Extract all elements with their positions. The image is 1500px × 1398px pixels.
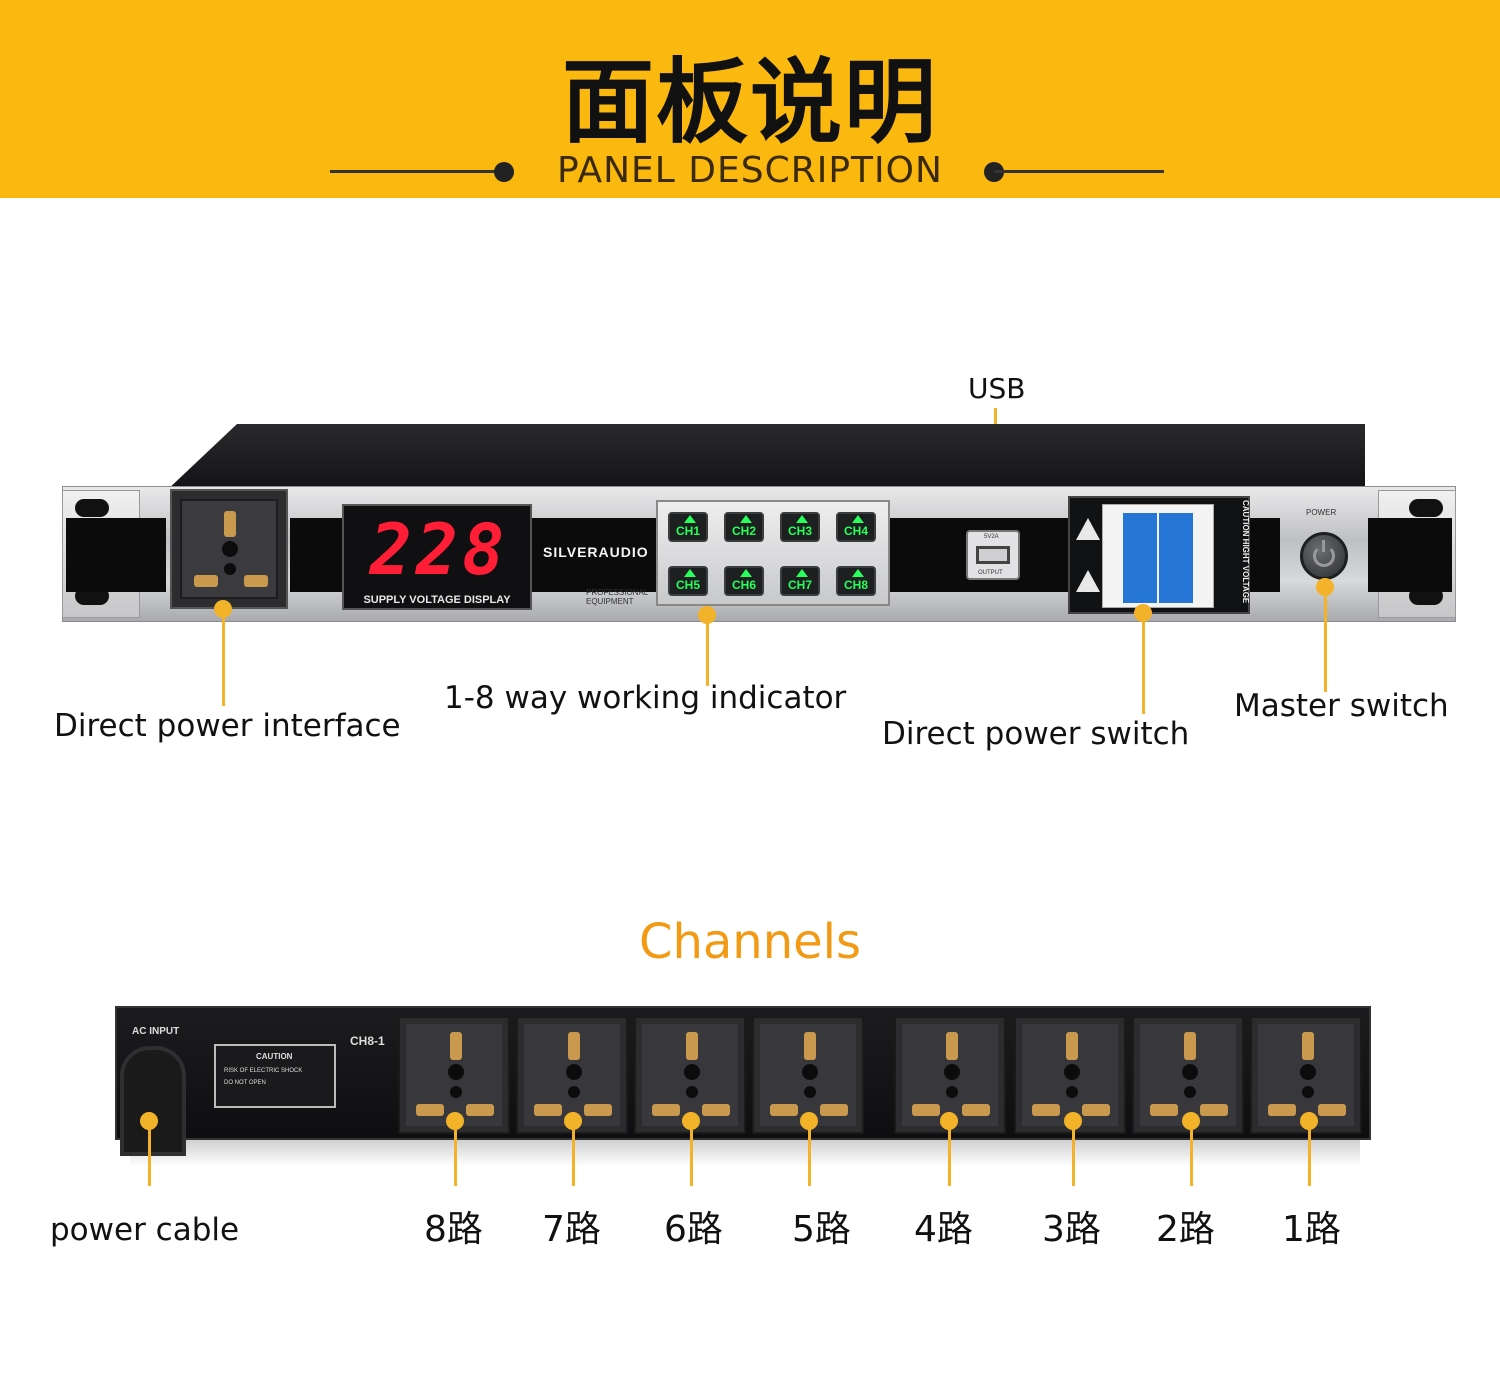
callout-dot bbox=[1316, 578, 1334, 596]
callout-dot bbox=[1300, 1112, 1318, 1130]
callout-line bbox=[1190, 1122, 1193, 1186]
page-title-en: PANEL DESCRIPTION bbox=[557, 150, 943, 191]
usb-port-label-top: 5V2A bbox=[984, 534, 999, 540]
callout-line bbox=[222, 610, 225, 706]
front-strip bbox=[1250, 518, 1280, 592]
channel-label: 5路 bbox=[792, 1209, 851, 1250]
equipment-text: PROFESSIONAL EQUIPMENT bbox=[586, 588, 648, 606]
callout-dot bbox=[800, 1112, 818, 1130]
callout-line bbox=[808, 1122, 811, 1186]
channel-indicator[interactable]: CH2 bbox=[724, 512, 764, 542]
callout-dot bbox=[1064, 1112, 1082, 1130]
callout-line bbox=[1072, 1122, 1075, 1186]
callout-dot bbox=[1134, 604, 1152, 622]
callout-line bbox=[572, 1122, 575, 1186]
front-strip bbox=[532, 518, 656, 592]
model-label: CH8-1 bbox=[350, 1034, 385, 1048]
brand-logo: SILVERAUDIO bbox=[543, 544, 649, 560]
voltage-digits: 228 bbox=[369, 509, 509, 591]
front-strip-right bbox=[1368, 518, 1452, 592]
channel-label: 1路 bbox=[1282, 1209, 1341, 1250]
callout-dot bbox=[446, 1112, 464, 1130]
channel-label: 7路 bbox=[542, 1209, 601, 1250]
breaker-lever[interactable] bbox=[1159, 513, 1193, 603]
power-label: POWER bbox=[1306, 508, 1337, 517]
warning-icon bbox=[1076, 570, 1100, 592]
power-cable bbox=[120, 1046, 186, 1156]
channel-socket bbox=[1132, 1016, 1244, 1134]
callout-dot bbox=[564, 1112, 582, 1130]
channel-socket bbox=[752, 1016, 864, 1134]
callout-line bbox=[690, 1122, 693, 1186]
header-divider-left bbox=[330, 170, 506, 173]
channel-indicator[interactable]: CH4 bbox=[836, 512, 876, 542]
direct-power-interface-label: Direct power interface bbox=[54, 708, 401, 744]
master-power-button[interactable] bbox=[1300, 532, 1348, 580]
page-title-cn: 面板说明 bbox=[561, 49, 938, 156]
channel-indicator[interactable]: CH7 bbox=[780, 566, 820, 596]
callout-line bbox=[1308, 1122, 1311, 1186]
channel-label: 8路 bbox=[424, 1209, 483, 1250]
callout-line bbox=[706, 616, 709, 686]
channel-socket bbox=[894, 1016, 1006, 1134]
working-indicator-label: 1-8 way working indicator bbox=[444, 680, 847, 716]
channel-label: 6路 bbox=[664, 1209, 723, 1250]
usb-label: USB bbox=[968, 372, 1026, 405]
callout-dot bbox=[682, 1112, 700, 1130]
caution-plate: CAUTION RISK OF ELECTRIC SHOCK DO NOT OP… bbox=[214, 1044, 336, 1108]
channel-indicator[interactable]: CH1 bbox=[668, 512, 708, 542]
channel-label: 4路 bbox=[914, 1209, 973, 1250]
warning-icon bbox=[1076, 518, 1100, 540]
header-banner: 面板说明 PANEL DESCRIPTION bbox=[0, 0, 1500, 198]
direct-power-breaker bbox=[1068, 496, 1250, 614]
power-icon bbox=[1313, 540, 1335, 567]
rear-panel-shadow bbox=[130, 1140, 1360, 1166]
channel-indicator[interactable]: CH8 bbox=[836, 566, 876, 596]
channel-label: 2路 bbox=[1156, 1209, 1215, 1250]
front-strip bbox=[290, 518, 342, 592]
channel-label: 3路 bbox=[1042, 1209, 1101, 1250]
voltage-display: 228 SUPPLY VOLTAGE DISPLAY bbox=[342, 504, 532, 610]
usb-port-label-bottom: OUTPUT bbox=[978, 570, 1003, 576]
callout-dot bbox=[698, 606, 716, 624]
header-dot-left bbox=[494, 162, 514, 182]
callout-dot bbox=[940, 1112, 958, 1130]
callout-dot bbox=[214, 600, 232, 618]
power-cable-label: power cable bbox=[50, 1212, 240, 1248]
callout-line bbox=[948, 1122, 951, 1186]
usb-slot bbox=[976, 546, 1010, 564]
callout-dot bbox=[140, 1112, 158, 1130]
channel-indicator[interactable]: CH5 bbox=[668, 566, 708, 596]
callout-dot bbox=[1182, 1112, 1200, 1130]
voltage-display-label: SUPPLY VOLTAGE DISPLAY bbox=[363, 594, 511, 606]
channel-indicator-panel: CH1 CH2 CH3 CH4 CH5 CH6 CH7 CH8 bbox=[656, 500, 890, 606]
direct-power-switch-label: Direct power switch bbox=[882, 716, 1190, 752]
device-top-cover bbox=[165, 424, 1365, 492]
channels-title: Channels bbox=[638, 914, 862, 970]
channel-socket bbox=[398, 1016, 510, 1134]
callout-line bbox=[454, 1122, 457, 1186]
callout-line bbox=[1324, 588, 1327, 692]
channel-indicator[interactable]: CH3 bbox=[780, 512, 820, 542]
front-strip-left bbox=[66, 518, 166, 592]
caution-text: CAUTION HIGHT VOLTAGE bbox=[1241, 500, 1250, 604]
channel-socket bbox=[634, 1016, 746, 1134]
usb-port[interactable]: 5V2A OUTPUT bbox=[966, 530, 1020, 580]
callout-line bbox=[1142, 614, 1145, 714]
header-divider-right bbox=[994, 170, 1164, 173]
channel-indicator[interactable]: CH6 bbox=[724, 566, 764, 596]
direct-power-socket bbox=[170, 489, 288, 609]
ac-input-label: AC INPUT bbox=[132, 1026, 180, 1037]
breaker-lever[interactable] bbox=[1123, 513, 1157, 603]
callout-line bbox=[148, 1122, 151, 1186]
master-switch-label: Master switch bbox=[1234, 688, 1449, 724]
